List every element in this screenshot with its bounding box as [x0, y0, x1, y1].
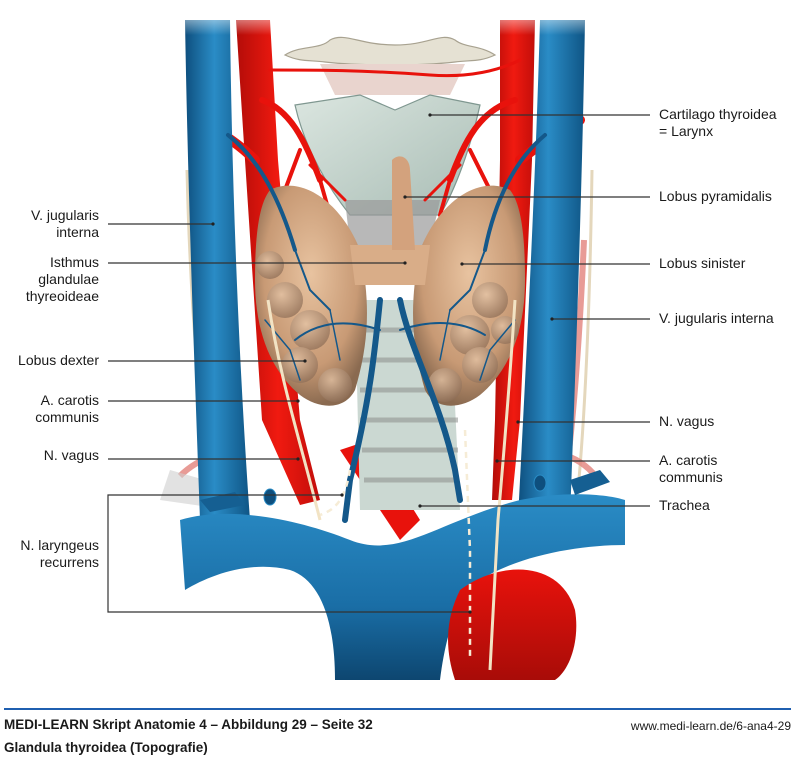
- footer-subtitle: Glandula thyroidea (Topografie): [4, 740, 208, 755]
- thyroid-veins: [226, 133, 547, 523]
- label-isthmus: Isthmus glandulae thyreoideae: [26, 254, 99, 305]
- label-line: V. jugularis interna: [659, 310, 774, 326]
- brachiocephalic-veins: [180, 470, 625, 680]
- leader-lines: [107, 114, 650, 613]
- thyroid-gland: [255, 156, 525, 406]
- label-n-vagus-left: N. vagus: [44, 447, 99, 464]
- leader-n-laryngeus: [107, 494, 470, 613]
- footer-divider: [4, 708, 791, 710]
- label-line: Trachea: [659, 497, 710, 513]
- internal-jugular-veins: [185, 20, 585, 520]
- label-trachea: Trachea: [659, 497, 710, 514]
- footer-url-link[interactable]: www.medi-learn.de/6-ana4-29: [630, 719, 791, 733]
- label-n-laryngeus-recurrens: N. laryngeus recurrens: [20, 537, 99, 571]
- footer-title: MEDI-LEARN Skript Anatomie 4 – Abbildung…: [4, 717, 373, 732]
- label-line: V. jugularis: [31, 207, 99, 223]
- label-line: Cartilago thyroidea: [659, 106, 777, 122]
- label-line: N. vagus: [659, 413, 715, 429]
- label-cartilago-thyroidea: Cartilago thyroidea = Larynx: [659, 106, 777, 140]
- label-line: interna: [56, 224, 99, 240]
- label-line: glandulae: [38, 271, 99, 287]
- superior-thyroid-arteries: [259, 58, 522, 217]
- label-a-carotis-communis-right: A. carotis communis: [659, 452, 723, 486]
- label-v-jugularis-interna-right: V. jugularis interna: [659, 310, 774, 327]
- label-line: = Larynx: [659, 123, 714, 139]
- label-line: A. carotis: [659, 452, 718, 468]
- label-line: N. laryngeus: [20, 537, 99, 553]
- label-line: N. vagus: [43, 447, 99, 463]
- thyrohyoid-membrane: [320, 64, 465, 95]
- vagus-nerves: [266, 299, 517, 671]
- label-line: thyreoideae: [25, 288, 99, 304]
- recurrent-laryngeal-nerves: [319, 429, 472, 660]
- label-lobus-dexter: Lobus dexter: [18, 352, 99, 369]
- hyoid-bone: [283, 36, 497, 66]
- label-line: Isthmus: [49, 254, 99, 270]
- label-line: Lobus pyramidalis: [659, 188, 772, 204]
- thyroid-topography-illustration: [107, 0, 650, 680]
- label-line: Lobus sinister: [659, 255, 746, 271]
- label-line: communis: [35, 409, 99, 425]
- label-lobus-sinister: Lobus sinister: [659, 255, 745, 272]
- label-v-jugularis-interna-left: V. jugularis interna: [31, 207, 99, 241]
- leader-dots: [211, 113, 554, 614]
- label-a-carotis-communis-left: A. carotis communis: [35, 392, 99, 426]
- aortic-arch: [448, 569, 577, 680]
- label-line: communis: [659, 469, 723, 485]
- label-n-vagus-right: N. vagus: [659, 413, 714, 430]
- label-line: A. carotis: [40, 392, 99, 408]
- label-line: Lobus dexter: [18, 352, 99, 368]
- label-lobus-pyramidalis: Lobus pyramidalis: [659, 188, 772, 205]
- label-line: recurrens: [39, 554, 99, 570]
